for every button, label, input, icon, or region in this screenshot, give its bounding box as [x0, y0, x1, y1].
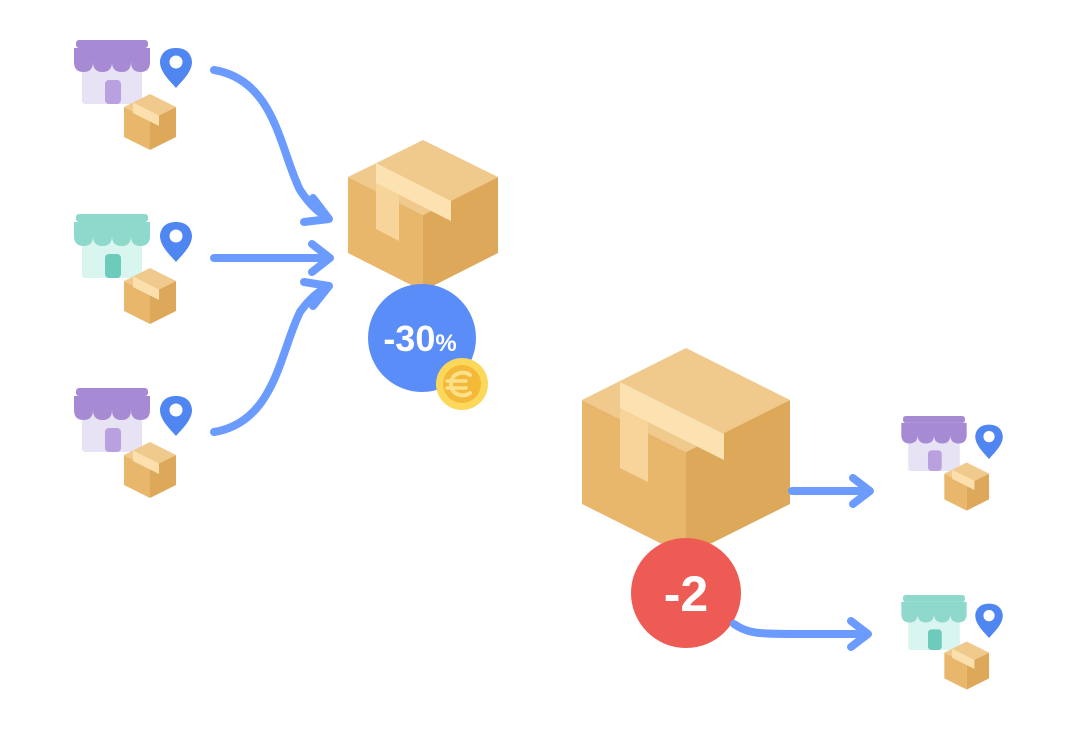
arrow-icon	[730, 620, 870, 638]
arrow-icon	[300, 278, 333, 310]
store-top-right	[901, 416, 1003, 511]
arrow-icon	[210, 66, 332, 222]
arrow-icon	[300, 194, 333, 226]
large-shipment-box	[582, 348, 790, 556]
location-pin-icon	[975, 424, 1003, 459]
reduction-value: -2	[664, 566, 708, 622]
discount-unit: %	[435, 330, 456, 357]
store-top-left	[74, 40, 192, 150]
location-pin-icon	[160, 222, 192, 262]
arrows-out-to-stores	[730, 474, 874, 651]
arrows-into-consolidated-box	[210, 66, 334, 436]
location-pin-icon	[160, 396, 192, 436]
location-pin-icon	[160, 48, 192, 88]
arrow-icon	[210, 282, 332, 436]
reduction-badge: -2	[631, 538, 741, 648]
store-bottom-left	[74, 388, 192, 498]
arrow-icon	[847, 617, 872, 651]
svg-text:-30%: -30%	[383, 318, 456, 359]
store-middle-left	[74, 214, 192, 324]
location-pin-icon	[975, 603, 1003, 638]
consolidated-box	[348, 140, 498, 291]
discount-value: -30	[383, 318, 435, 359]
euro-coin-icon	[436, 358, 488, 410]
store-bottom-right	[901, 595, 1003, 690]
arrow-icon	[849, 474, 874, 508]
arrow-icon	[308, 240, 334, 276]
